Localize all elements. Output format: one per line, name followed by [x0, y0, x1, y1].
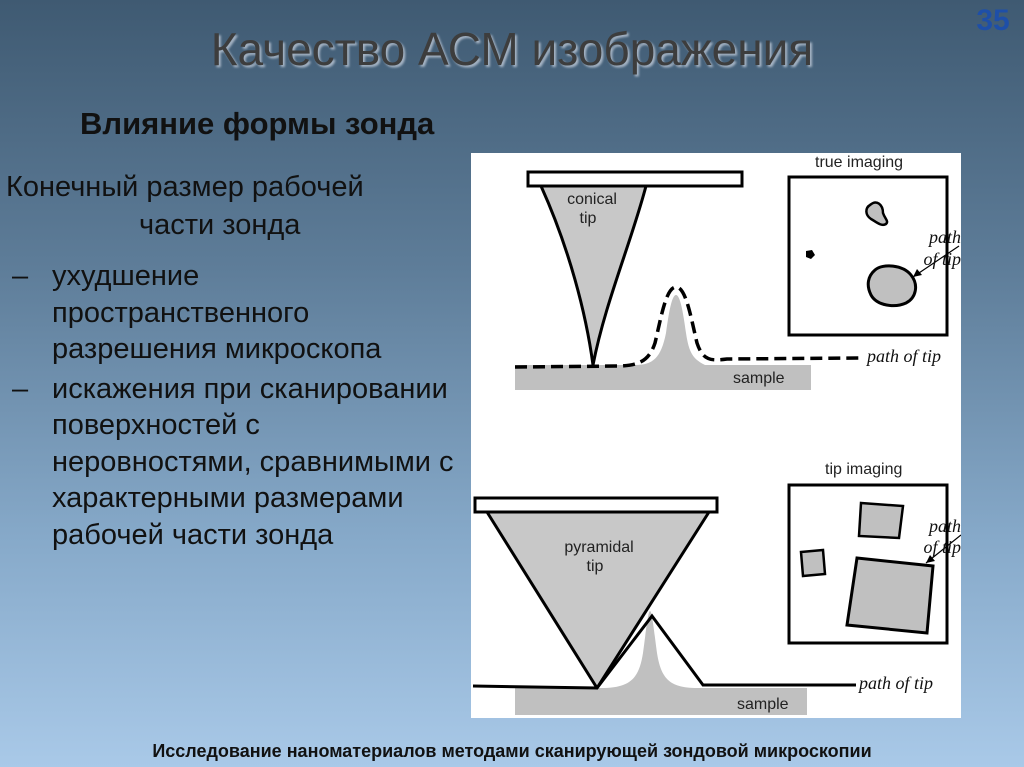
true-imaging-path-label-2: of tip	[923, 249, 961, 269]
bottom-path-of-tip-line	[472, 613, 856, 690]
tip-imaging-path-label-1: path	[927, 516, 961, 536]
lead-line-1: Конечный размер рабочей	[6, 171, 364, 203]
true-imaging-dot-feature	[806, 250, 815, 259]
bullet-text: ухудшение пространственного разрешения м…	[52, 260, 382, 365]
tip-imaging-path-label-2: of tip	[923, 537, 961, 557]
tip-imaging-title: tip imaging	[825, 461, 902, 478]
tip-imaging-dot-square	[799, 548, 827, 578]
slide-footer: Исследование наноматериалов методами ска…	[152, 741, 872, 761]
true-imaging-inset	[787, 175, 949, 337]
pyramidal-tip-holder	[473, 496, 719, 514]
bullet-list: – ухудшение пространственного разрешения…	[12, 258, 462, 556]
bottom-sample-spike	[601, 611, 697, 688]
pyramidal-tip-panel: pyramidal tip sample path of tip tip ima…	[472, 461, 961, 715]
top-sample-block	[515, 365, 811, 390]
conical-tip-label-2: tip	[580, 210, 597, 227]
slide-subtitle: Влияние формы зонда	[80, 106, 435, 141]
bullet-text: искажения при сканировании поверхностей …	[52, 372, 454, 551]
slide-title: Качество АСМ изображения	[210, 23, 814, 75]
top-path-label: path of tip	[865, 346, 941, 366]
true-imaging-large-feature	[866, 264, 918, 308]
pyramidal-tip-body	[485, 510, 711, 690]
tip-shape-diagram: conical tip sample path of tip true imag…	[472, 154, 961, 715]
conical-tip-holder	[526, 170, 744, 188]
top-sample-bump	[635, 295, 705, 365]
bottom-sample-block	[515, 688, 807, 715]
true-imaging-arrowhead	[913, 269, 922, 277]
lead-text: Конечный размер рабочей части зонда	[6, 168, 446, 244]
tip-shape-figure: conical tip sample path of tip true imag…	[471, 153, 961, 718]
pyramidal-tip-label-2: tip	[587, 558, 604, 575]
top-path-of-tip-line	[514, 285, 862, 369]
true-imaging-title: true imaging	[815, 154, 903, 171]
true-imaging-pointer	[912, 245, 960, 278]
conical-tip-label-1: conical	[567, 191, 617, 208]
bottom-path-label: path of tip	[857, 673, 933, 693]
conical-tip-panel: conical tip sample path of tip true imag…	[514, 154, 961, 390]
true-imaging-path-label-1: path	[927, 227, 961, 247]
lead-line-2: части зонда	[139, 209, 301, 241]
bullet-dash: –	[12, 260, 29, 292]
slide-number: 35	[976, 4, 1010, 37]
pyramidal-tip-label-1: pyramidal	[564, 539, 633, 556]
bullet-dash: –	[12, 372, 29, 405]
bullet-item: – ухудшение пространственного разрешения…	[12, 258, 462, 368]
bottom-sample-label: sample	[737, 696, 789, 713]
tip-imaging-large-square	[845, 556, 935, 635]
tip-imaging-small-square	[857, 501, 905, 540]
bullet-item: – искажения при сканировании поверхносте…	[12, 371, 462, 554]
top-sample-label: sample	[733, 370, 785, 387]
tip-imaging-arrowhead	[926, 555, 935, 563]
true-imaging-small-feature	[865, 201, 889, 227]
